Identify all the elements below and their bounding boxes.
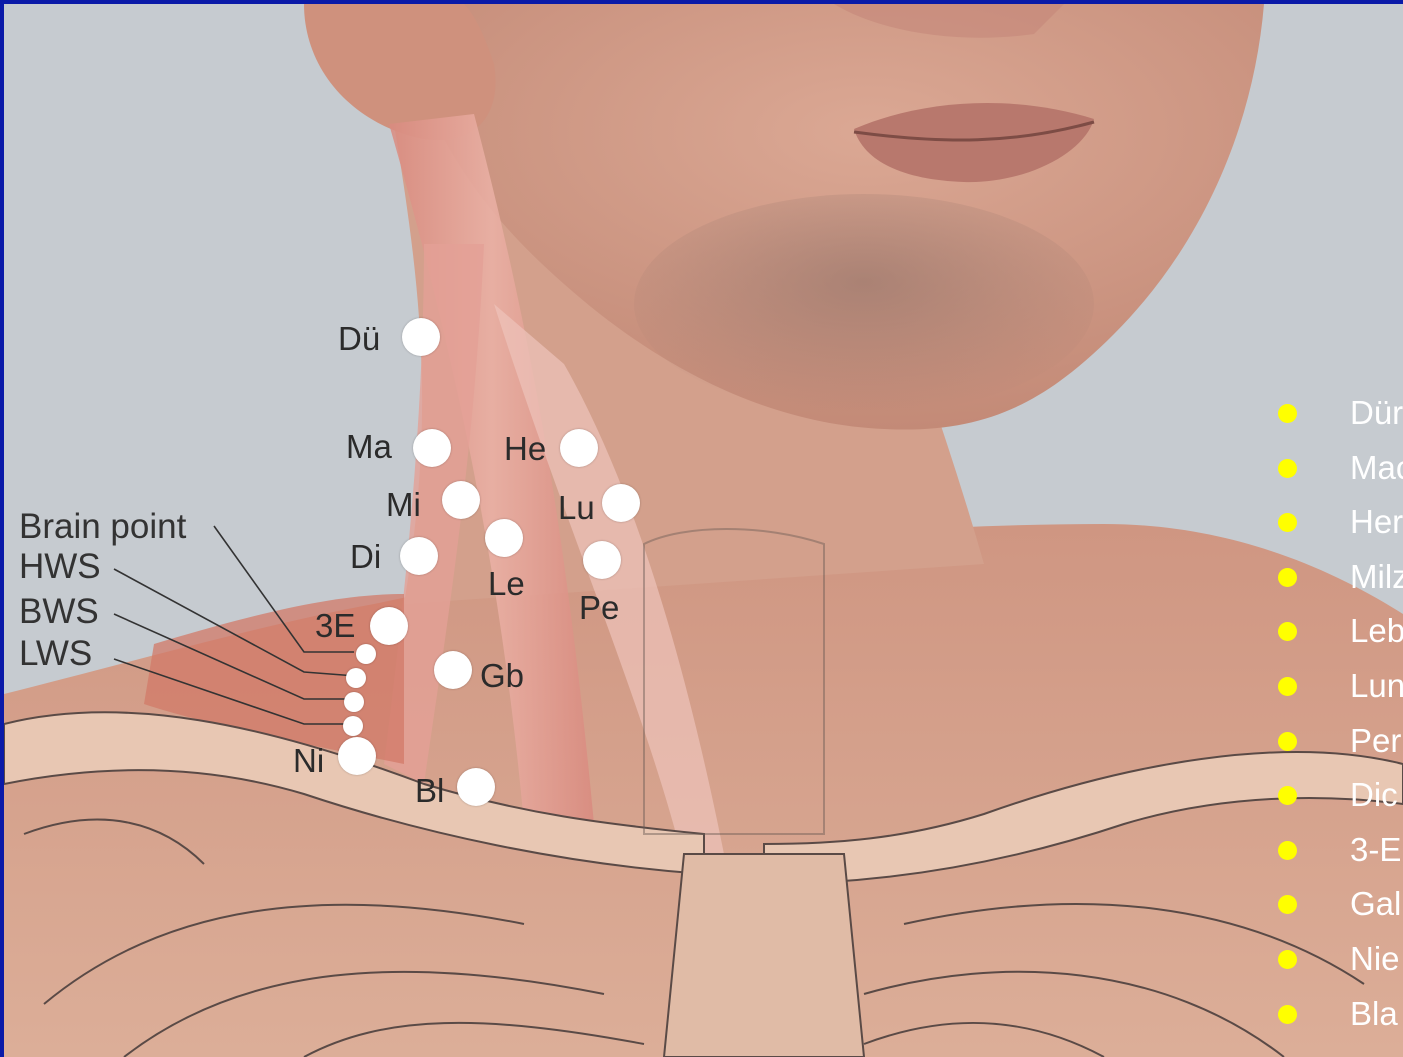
legend-label: 3-E	[1350, 831, 1401, 869]
point-label-3e: 3E	[315, 609, 355, 642]
legend-item: Bla	[1276, 991, 1403, 1046]
legend-label: Lun	[1350, 667, 1403, 705]
point-ni	[338, 737, 376, 775]
legend-bullet-icon	[1278, 677, 1297, 696]
point-bl	[457, 768, 495, 806]
legend-bullet-icon	[1278, 786, 1297, 805]
point-label-mi: Mi	[386, 488, 421, 521]
legend-label: Per	[1350, 722, 1401, 760]
legend-label: Bla	[1350, 995, 1398, 1033]
legend-label: Gal	[1350, 885, 1401, 923]
lws-label: LWS	[19, 636, 92, 671]
legend-bullet-icon	[1278, 895, 1297, 914]
bws-label: BWS	[19, 594, 99, 629]
legend-label: Leb	[1350, 612, 1403, 650]
point-di	[400, 537, 438, 575]
point-3e	[370, 607, 408, 645]
legend-item: Lun	[1276, 663, 1403, 718]
point-gb	[434, 651, 472, 689]
point-he	[560, 429, 598, 467]
point-du	[402, 318, 440, 356]
point-label-pe: Pe	[579, 591, 619, 624]
legend-label: Dic	[1350, 776, 1398, 814]
legend-item: Gal	[1276, 881, 1403, 936]
point-ma	[413, 429, 451, 467]
point-label-di: Di	[350, 540, 381, 573]
legend-item: Leb	[1276, 608, 1403, 663]
point-label-bl: Bl	[415, 774, 444, 807]
point-label-ni: Ni	[293, 744, 324, 777]
legend-label: Milz	[1350, 558, 1403, 596]
legend-item: Mac	[1276, 445, 1403, 500]
point-pe	[583, 541, 621, 579]
legend-bullet-icon	[1278, 568, 1297, 587]
anatomy-illustration: Brain point HWS BWS LWS Dü Ma He Mi Lu D…	[4, 4, 1403, 1057]
spine-dot-bws-2	[344, 692, 364, 712]
point-label-lu: Lu	[558, 491, 595, 524]
legend-item: Nie	[1276, 936, 1403, 991]
spine-dot-lws	[343, 716, 363, 736]
legend-label: Her	[1350, 503, 1403, 541]
legend-item: Dic	[1276, 772, 1403, 827]
point-label-le: Le	[488, 567, 525, 600]
legend-bullet-icon	[1278, 950, 1297, 969]
legend-bullet-icon	[1278, 513, 1297, 532]
point-le	[485, 519, 523, 557]
legend-bullet-icon	[1278, 732, 1297, 751]
brain-point-label: Brain point	[19, 509, 186, 544]
legend-item: Per	[1276, 718, 1403, 773]
point-label-gb: Gb	[480, 659, 524, 692]
legend-label: Dür	[1350, 394, 1403, 432]
legend-bullet-icon	[1278, 622, 1297, 641]
point-label-du: Dü	[338, 322, 380, 355]
legend-label: Nie	[1350, 940, 1400, 978]
legend-item: Her	[1276, 499, 1403, 554]
legend-label: Mac	[1350, 449, 1403, 487]
legend-bullet-icon	[1278, 404, 1297, 423]
spine-dot-hws	[356, 644, 376, 664]
legend-item: 3-E	[1276, 827, 1403, 882]
hws-label: HWS	[19, 549, 101, 584]
point-label-ma: Ma	[346, 430, 392, 463]
neck-illustration	[4, 4, 1403, 1057]
stubble	[634, 194, 1094, 414]
spine-dot-bws-1	[346, 668, 366, 688]
point-label-he: He	[504, 432, 546, 465]
legend-bullet-icon	[1278, 459, 1297, 478]
point-lu	[602, 484, 640, 522]
legend-bullet-icon	[1278, 841, 1297, 860]
legend-item: Milz	[1276, 554, 1403, 609]
legend-item: Dür	[1276, 390, 1403, 445]
legend-bullet-icon	[1278, 1005, 1297, 1024]
point-mi	[442, 481, 480, 519]
